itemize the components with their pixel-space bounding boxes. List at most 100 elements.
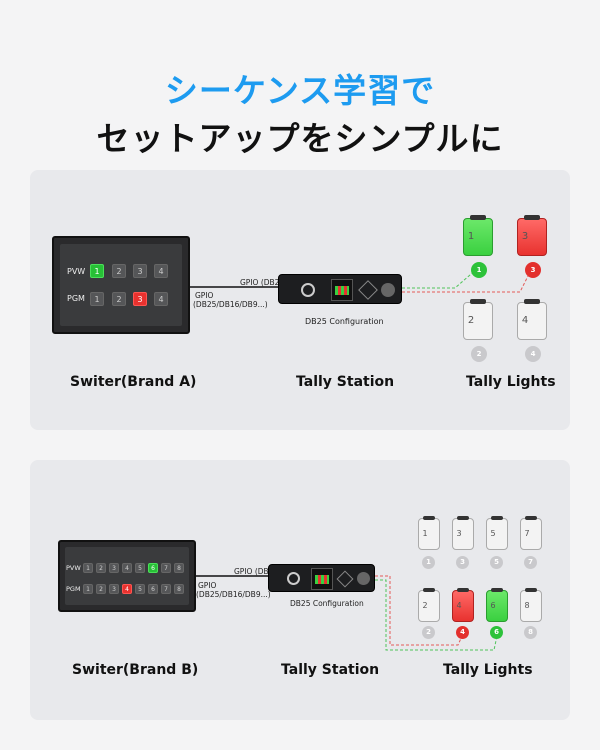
tally-light-b-6-top <box>491 588 503 592</box>
switcher-b-pgm-key-2[interactable]: 2 <box>96 584 106 594</box>
config-b-label: DB25 Configuration <box>290 599 364 608</box>
tally-light-b-8-num: 8 <box>524 601 530 610</box>
tally-light-a-2-badge: 2 <box>471 346 487 362</box>
tally-light-a-1-num: 1 <box>467 231 475 242</box>
switcher-b-monitor <box>58 540 196 612</box>
tally-light-b-1-top <box>423 516 435 520</box>
gpio-b-bottom-label-2: (DB25/DB16/DB9...) <box>196 590 271 599</box>
tally-light-b-6-badge: 6 <box>490 626 503 639</box>
switcher-b-pvw-key-5[interactable]: 5 <box>135 563 145 573</box>
tally-light-b-6-num: 6 <box>490 601 496 610</box>
tally-light-b-4: 4 <box>452 588 474 622</box>
switcher-a-screen <box>60 244 182 326</box>
switcher-b-caption: Switer(Brand B) <box>72 662 199 678</box>
switcher-a-pvw-key-1[interactable]: 1 <box>90 264 104 278</box>
tally-light-a-3: 3 <box>517 215 547 256</box>
gpio-a-bottom-label-2: (DB25/DB16/DB9...) <box>193 300 268 309</box>
gpio-a-bottom-label-1: GPIO <box>195 291 214 300</box>
config-a-label: DB25 Configuration <box>305 317 384 326</box>
switcher-a-pvw-key-3[interactable]: 3 <box>133 264 147 278</box>
tally-light-b-3-badge: 3 <box>456 556 469 569</box>
tally-light-b-7: 7 <box>520 516 542 550</box>
switcher-b-pvw-key-7[interactable]: 7 <box>161 563 171 573</box>
tally-light-b-4-num: 4 <box>456 601 462 610</box>
switcher-b-pgm-key-3[interactable]: 3 <box>109 584 119 594</box>
switcher-a-monitor <box>52 236 190 334</box>
tally-light-b-5-badge: 5 <box>490 556 503 569</box>
switcher-a-pvw-label: PVW <box>67 267 86 276</box>
switcher-a-pvw-key-2[interactable]: 2 <box>112 264 126 278</box>
switcher-b-pvw-label: PVW <box>66 564 81 572</box>
tally-light-b-3-top <box>457 516 469 520</box>
tally-light-a-4-badge: 4 <box>525 346 541 362</box>
tally-light-b-7-num: 7 <box>524 529 530 538</box>
tally-light-b-6: 6 <box>486 588 508 622</box>
tally-station-a-dpad-icon <box>358 280 378 300</box>
tally-station-a-logo-icon <box>301 283 315 297</box>
tally-light-a-2-num: 2 <box>467 315 475 326</box>
switcher-b-pgm-key-6[interactable]: 6 <box>148 584 158 594</box>
tally-light-b-5: 5 <box>486 516 508 550</box>
tally-light-b-8-badge: 8 <box>524 626 537 639</box>
switcher-b-screen <box>65 547 189 605</box>
switcher-b-pvw-key-4[interactable]: 4 <box>122 563 132 573</box>
switcher-a-pgm-key-3[interactable]: 3 <box>133 292 147 306</box>
switcher-b-pgm-key-5[interactable]: 5 <box>135 584 145 594</box>
switcher-b-pgm-key-4[interactable]: 4 <box>122 584 132 594</box>
tally-station-b-display <box>311 568 333 590</box>
lights-b-caption: Tally Lights <box>443 662 533 678</box>
tally-light-a-4-top <box>524 299 540 304</box>
tally-station-b-display-leds <box>315 575 329 584</box>
tally-light-a-3-num: 3 <box>521 231 529 242</box>
tally-light-a-4-num: 4 <box>521 315 529 326</box>
gpio-b-bottom-label-1: GPIO <box>198 581 217 590</box>
tally-light-a-2-top <box>470 299 486 304</box>
tally-light-b-5-num: 5 <box>490 529 496 538</box>
tally-light-b-1-num: 1 <box>422 529 428 538</box>
switcher-b-pvw-key-1[interactable]: 1 <box>83 563 93 573</box>
headline-black: セットアップをシンプルに <box>96 119 504 158</box>
tally-light-b-5-top <box>491 516 503 520</box>
tally-station-b-logo-icon <box>287 572 300 585</box>
tally-station-b <box>268 564 375 592</box>
station-b-caption: Tally Station <box>281 662 380 678</box>
switcher-b-pvw-key-3[interactable]: 3 <box>109 563 119 573</box>
tally-light-b-1-badge: 1 <box>422 556 435 569</box>
switcher-a-pgm-key-4[interactable]: 4 <box>154 292 168 306</box>
switcher-b-pvw-key-8[interactable]: 8 <box>174 563 184 573</box>
tally-station-b-knob-icon <box>357 572 370 585</box>
tally-light-b-3-num: 3 <box>456 529 462 538</box>
tally-light-a-3-badge: 3 <box>525 262 541 278</box>
switcher-a-pgm-key-2[interactable]: 2 <box>112 292 126 306</box>
switcher-a-pgm-label: PGM <box>67 294 85 303</box>
switcher-b-pgm-key-7[interactable]: 7 <box>161 584 171 594</box>
gpio-b-top-label: GPIO (DB25) <box>234 567 282 576</box>
switcher-a-pgm-key-1[interactable]: 1 <box>90 292 104 306</box>
switcher-a-caption: Switer(Brand A) <box>70 374 197 390</box>
tally-light-a-4: 4 <box>517 299 547 340</box>
tally-light-a-3-top <box>524 215 540 220</box>
tally-light-a-1-top <box>470 215 486 220</box>
tally-light-b-8-top <box>525 588 537 592</box>
switcher-b-pvw-key-2[interactable]: 2 <box>96 563 106 573</box>
switcher-b-pgm-key-8[interactable]: 8 <box>174 584 184 594</box>
tally-station-a <box>278 274 402 304</box>
switcher-a-pvw-key-4[interactable]: 4 <box>154 264 168 278</box>
tally-light-b-2-badge: 2 <box>422 626 435 639</box>
tally-station-a-display-leds <box>335 286 349 295</box>
tally-light-b-3: 3 <box>452 516 474 550</box>
lights-a-caption: Tally Lights <box>466 374 556 390</box>
tally-light-b-2-top <box>423 588 435 592</box>
gpio-a-top-label: GPIO (DB25) <box>240 278 288 287</box>
switcher-b-pgm-key-1[interactable]: 1 <box>83 584 93 594</box>
tally-light-b-4-badge: 4 <box>456 626 469 639</box>
tally-light-a-2: 2 <box>463 299 493 340</box>
tally-station-a-knob-icon <box>381 283 395 297</box>
station-a-caption: Tally Station <box>296 374 395 390</box>
switcher-b-pgm-label: PGM <box>66 585 81 593</box>
tally-light-a-1: 1 <box>463 215 493 256</box>
switcher-b-pvw-key-6[interactable]: 6 <box>148 563 158 573</box>
tally-light-b-4-top <box>457 588 469 592</box>
tally-light-b-2-num: 2 <box>422 601 428 610</box>
